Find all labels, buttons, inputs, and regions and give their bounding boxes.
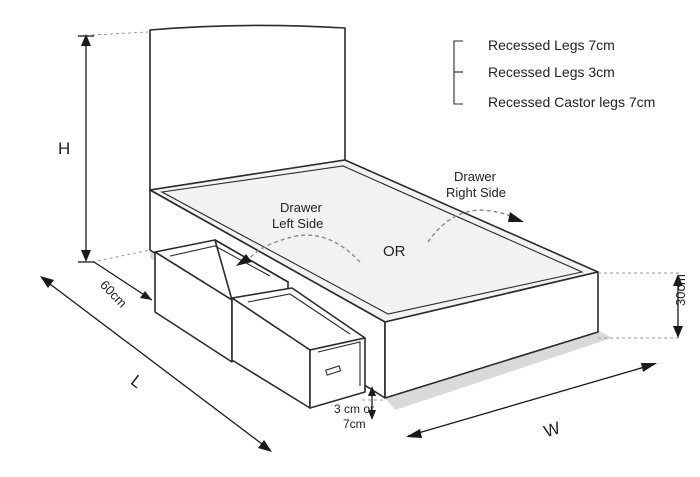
legend-brackets [453, 40, 463, 105]
arrow-right-icon [508, 212, 524, 222]
dimension-w [406, 363, 657, 438]
dimension-h [78, 34, 94, 263]
label-leg-line1: 3 cm or [334, 402, 374, 416]
legend-item-2: Recessed Legs 3cm [488, 64, 615, 80]
drawer-handle-icon [325, 365, 342, 376]
label-leg-line2: 7cm [343, 417, 366, 431]
guide-lines [91, 31, 680, 401]
drawer-arcs [236, 209, 524, 266]
arrow-left-icon [236, 254, 252, 266]
headboard [149, 24, 346, 191]
label-l: L [127, 371, 146, 392]
label-drawer-right-2: Right Side [446, 185, 506, 200]
legend-item-1: Recessed Legs 7cm [488, 37, 615, 53]
label-drawer-left-2: Left Side [272, 216, 323, 231]
label-h: H [58, 139, 70, 158]
label-drawer-right-1: Drawer [454, 169, 497, 184]
drawer-2 [231, 287, 366, 409]
dimension-leg [368, 386, 376, 420]
label-drawer-left-1: Drawer [280, 200, 323, 215]
label-w: W [542, 418, 563, 441]
label-30cm: 30cm [673, 274, 688, 306]
legend-item-3: Recessed Castor legs 7cm [488, 94, 655, 110]
dimension-30cm [673, 274, 683, 338]
dimension-60cm [93, 261, 153, 301]
label-or: OR [383, 243, 406, 260]
dimension-l [40, 276, 272, 452]
